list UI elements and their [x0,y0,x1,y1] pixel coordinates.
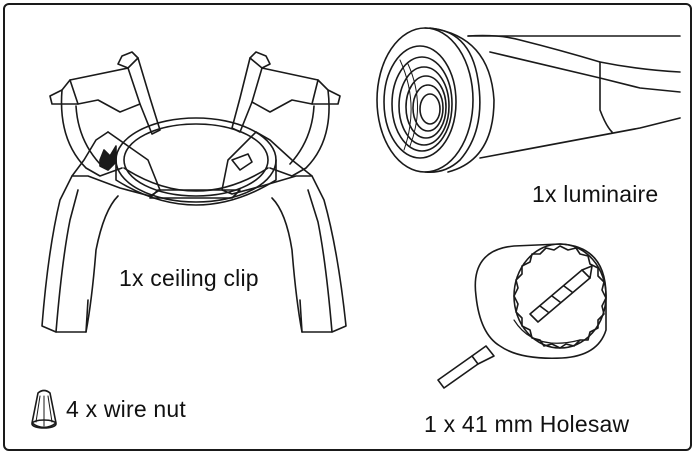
ceiling-clip-label: 1x ceiling clip [119,265,259,291]
parts-panel-frame [3,3,692,451]
wire-nut-icon [32,391,56,429]
luminaire-label: 1x luminaire [532,181,659,207]
wire-nut-label: 4 x wire nut [66,396,187,422]
luminaire-icon [377,28,680,172]
holesaw-label: 1 x 41 mm Holesaw [424,411,630,437]
ceiling-clip-icon [42,52,346,332]
holesaw-icon [438,244,606,388]
